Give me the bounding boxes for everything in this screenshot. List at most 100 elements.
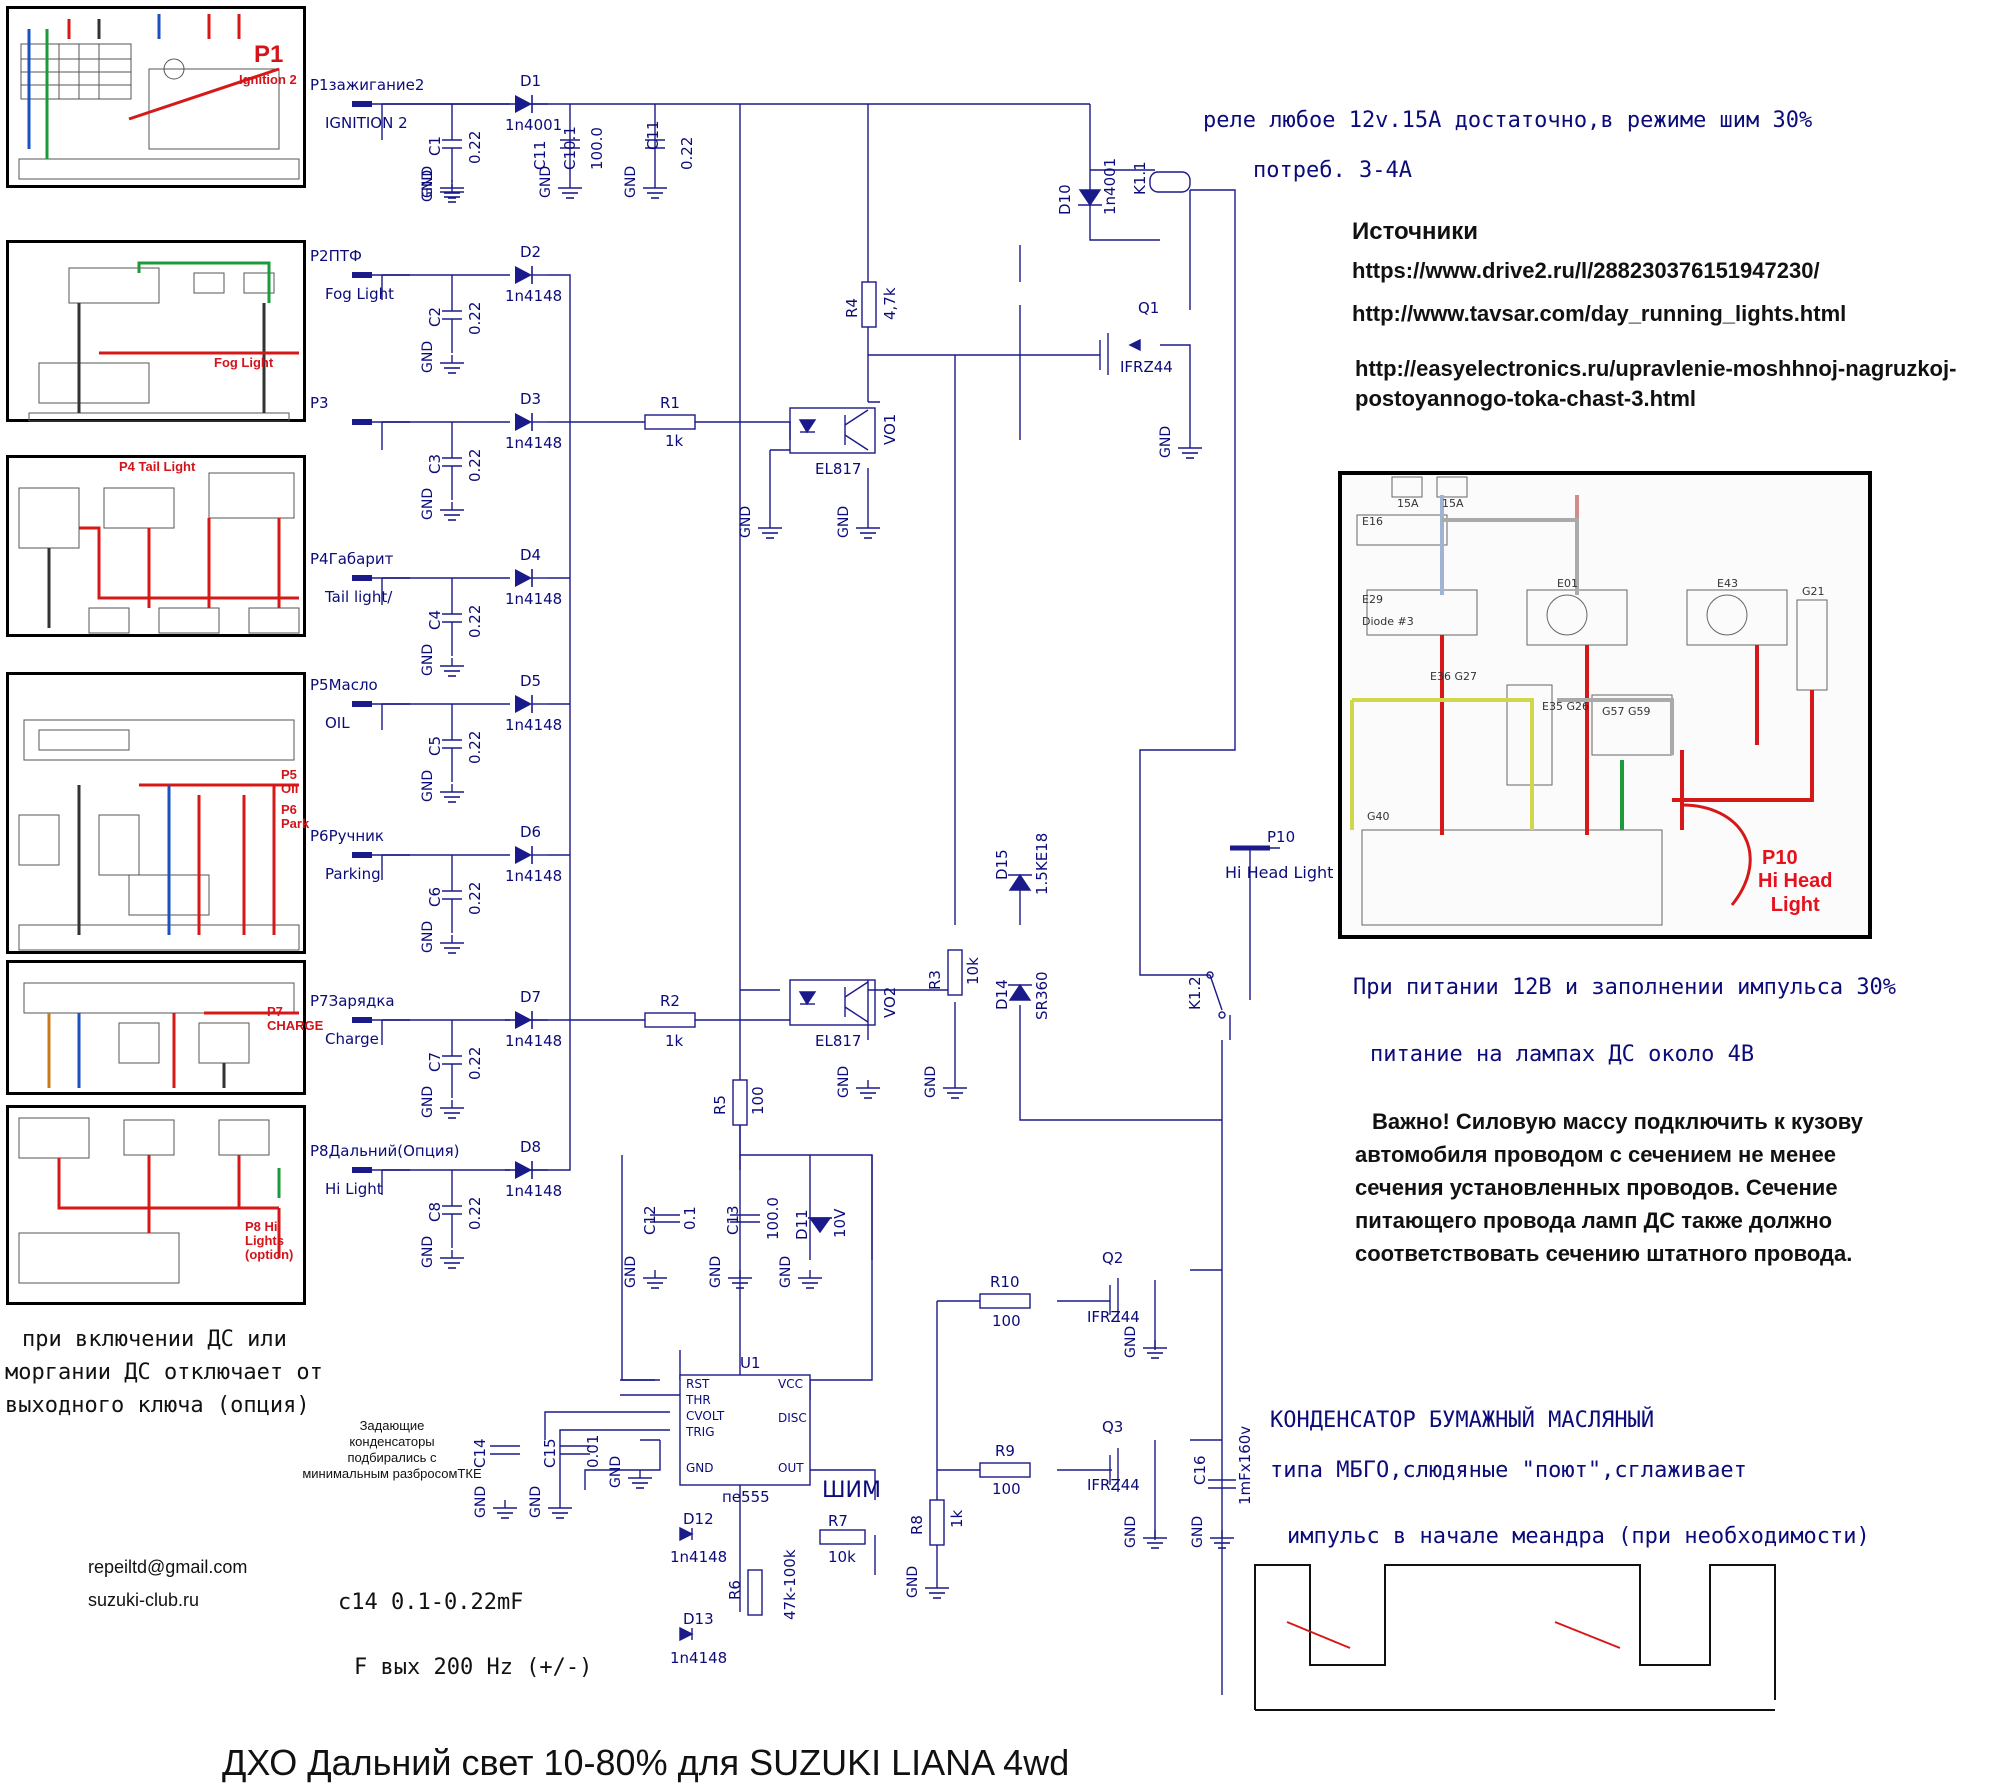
c13-label: C13 <box>724 1205 742 1235</box>
gnd-label: GND <box>836 506 852 538</box>
thumb-p1-sub: Ignition 2 <box>239 72 297 87</box>
ground-16: GND <box>1123 1516 1167 1549</box>
r9-label: R9 <box>995 1442 1015 1460</box>
q2-label: Q2 <box>1102 1249 1123 1267</box>
wiring-thumbnail-charge <box>23 982 299 1088</box>
diode-d7-label: D7 <box>520 988 541 1006</box>
port-p7-name: P7Зарядка <box>310 992 395 1010</box>
r1-label: R1 <box>660 394 680 412</box>
supply-note-2: питание на лампах ДС около 4В <box>1370 1042 1755 1067</box>
diode-d4-label: D4 <box>520 546 541 564</box>
d11-label: D11 <box>793 1209 811 1240</box>
r3-label: R3 <box>926 970 944 990</box>
ds-off-note-2: моргании ДС отключает от <box>5 1360 323 1385</box>
static-symbols <box>490 139 1270 1642</box>
ground-11: GND <box>473 1486 517 1519</box>
d14-label: D14 <box>993 979 1011 1010</box>
cap-c3-label: C3 <box>426 454 444 474</box>
gnd-label: GND <box>836 1066 852 1098</box>
gnd-label: GND <box>420 770 436 802</box>
gnd-label: GND <box>420 341 436 373</box>
gnd-c1: GND <box>420 170 464 203</box>
waveform <box>1254 1564 1776 1711</box>
r10-label: R10 <box>990 1273 1020 1291</box>
diode-d2-value: 1n4148 <box>505 287 562 305</box>
cap-c4 <box>442 578 462 656</box>
thumb-park-label: P6 Park <box>281 802 310 831</box>
diode-d3-value: 1n4148 <box>505 434 562 452</box>
ground-5: GND <box>836 506 880 539</box>
c15-value: 0.01 <box>584 1435 602 1468</box>
thumb-p1-label: P1 <box>254 41 284 68</box>
diode-d2-label: D2 <box>520 243 541 261</box>
r2-value: 1k <box>665 1032 684 1050</box>
thumb-tail-label: P4 Tail Light <box>119 459 196 474</box>
page-title: ДХО Дальний свет 10-80% для SUZUKI LIANA… <box>222 1742 1070 1783</box>
gnd-c7: GND <box>420 1086 464 1119</box>
ground-12: GND <box>528 1486 572 1519</box>
diode-d1-value: 1n4001 <box>505 116 562 134</box>
ground-14: GND <box>905 1566 949 1599</box>
gnd-label: GND <box>420 1236 436 1268</box>
source-url-3: http://easyelectronics.ru/upravlenie-mos… <box>1355 356 1957 381</box>
ground-10: GND <box>778 1256 822 1289</box>
diode-d5-value: 1n4148 <box>505 716 562 734</box>
u1-pin-vcc: VCC <box>778 1377 803 1391</box>
cap-c5-label: C5 <box>426 736 444 756</box>
r9-value: 100 <box>992 1480 1021 1498</box>
important-line-5: соответствовать сечению штатного провода… <box>1355 1241 1853 1266</box>
u1-pin-rst: RST <box>686 1377 710 1391</box>
d15-value: 1.5KE18 <box>1033 833 1051 895</box>
gnd-label: GND <box>1190 1516 1206 1548</box>
c14-range-note: c14 0.1-0.22mF <box>338 1590 524 1615</box>
cap-c6-label: C6 <box>426 887 444 907</box>
capacitor-note-2: типа МБГО,слюдяные "поют",сглаживает <box>1270 1458 1747 1483</box>
k12-label: K1.2 <box>1186 976 1204 1010</box>
gnd-c6: GND <box>420 921 464 954</box>
gnd-c8: GND <box>420 1236 464 1269</box>
timing-caps-line-1: Задающие <box>359 1418 425 1433</box>
diode-d5 <box>515 695 548 713</box>
vo1-value: EL817 <box>815 460 861 478</box>
d11-value: 10V <box>831 1208 849 1238</box>
d14-value: SR360 <box>1033 971 1051 1020</box>
relay-note-1: реле любое 12v.15A достаточно,в режиме ш… <box>1203 108 1813 133</box>
cap-c2 <box>442 275 462 353</box>
port-p6-name: P6Ручник <box>310 827 384 845</box>
relay-note-2: потреб. 3-4А <box>1253 158 1412 183</box>
gnd-label: GND <box>923 1066 939 1098</box>
gnd-c2: GND <box>420 341 464 374</box>
r2-label: R2 <box>660 992 680 1010</box>
source-url-1: https://www.drive2.ru/l/2882303761519472… <box>1352 258 1820 283</box>
supply-note-1: При питании 12В и заполнении импульса 30… <box>1353 975 1897 1000</box>
diode-d8-label: D8 <box>520 1138 541 1156</box>
c11-ref: C11 <box>644 120 662 150</box>
diode-d4 <box>515 569 548 587</box>
inset-g40: G40 <box>1367 810 1390 823</box>
cap-c8-value: 0.22 <box>466 1197 484 1230</box>
c12-value: 0.1 <box>681 1206 699 1230</box>
port-p8-name: P8Дальний(Опция) <box>310 1142 460 1160</box>
cap-c4-label: C4 <box>426 610 444 630</box>
r7-label: R7 <box>828 1512 848 1530</box>
gnd-label: GND <box>778 1256 794 1288</box>
vo2-label: VO2 <box>881 987 899 1018</box>
diode-d1 <box>515 95 548 113</box>
c12-label: C12 <box>641 1205 659 1235</box>
r5-value: 100 <box>749 1086 767 1115</box>
q2-value: IFRZ44 <box>1087 1308 1140 1326</box>
capacitor-note-3: импульс в начале меандра (при необходимо… <box>1287 1524 1870 1549</box>
c13-value: 100.0 <box>764 1197 782 1240</box>
q3-label: Q3 <box>1102 1418 1123 1436</box>
source-url-4: postoyannogo-toka-chast-3.html <box>1355 386 1697 411</box>
ground-13: GND <box>608 1456 652 1489</box>
port-p1-name: P1зажигание2 <box>310 76 424 94</box>
thumb-tail: P4 Tail Light <box>6 455 306 637</box>
gnd-label: GND <box>420 1086 436 1118</box>
u1-label: U1 <box>740 1354 761 1372</box>
ground-9: GND <box>708 1256 752 1289</box>
